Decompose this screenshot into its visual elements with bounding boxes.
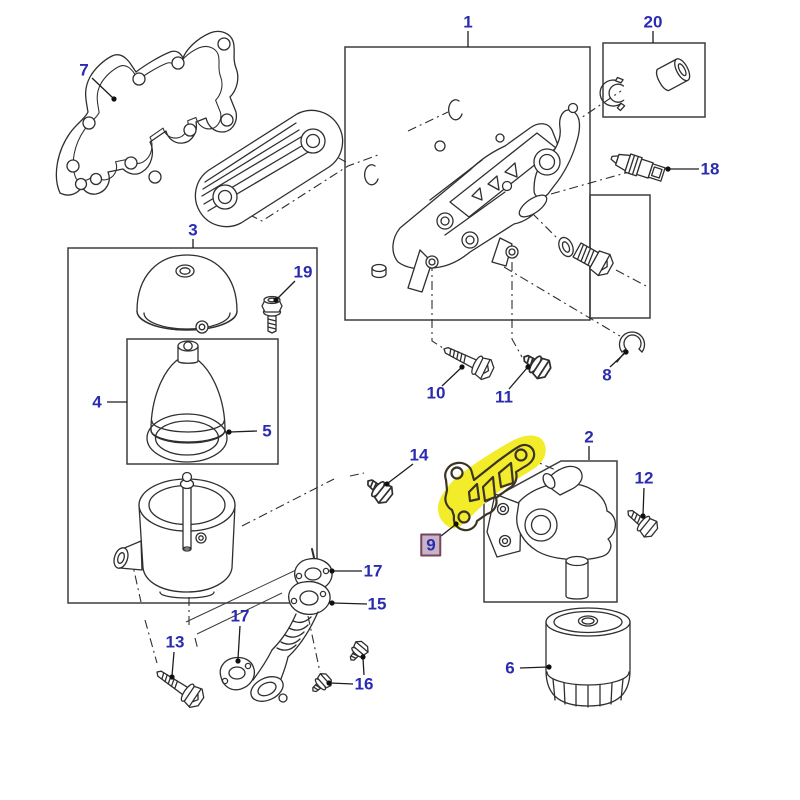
nut[interactable] xyxy=(371,263,387,279)
callout-18[interactable]: 18 xyxy=(700,159,720,179)
callout-13[interactable]: 13 xyxy=(165,632,185,652)
pipe-15[interactable] xyxy=(247,580,331,707)
callout-12[interactable]: 12 xyxy=(634,468,654,488)
drain-plug[interactable] xyxy=(571,240,616,279)
callout-20[interactable]: 20 xyxy=(643,12,663,32)
sensor-18[interactable] xyxy=(609,149,666,184)
callout-8[interactable]: 8 xyxy=(602,365,612,385)
gasket-17b[interactable] xyxy=(219,656,256,691)
o-ring-5[interactable] xyxy=(146,413,228,463)
bolt-10[interactable] xyxy=(438,338,498,383)
callout-17a[interactable]: 17 xyxy=(363,561,383,581)
callout-14[interactable]: 14 xyxy=(409,445,429,465)
callout-5[interactable]: 5 xyxy=(262,421,272,441)
bolt-14[interactable] xyxy=(360,472,397,508)
oil-filter-6[interactable] xyxy=(545,607,631,708)
bolt-11[interactable] xyxy=(517,347,555,383)
filter-bowl[interactable] xyxy=(112,471,236,599)
bolt-12[interactable] xyxy=(621,502,662,541)
bolt-13[interactable] xyxy=(150,662,208,712)
callout-1[interactable]: 1 xyxy=(463,12,473,32)
oil-cooler-element[interactable] xyxy=(194,109,344,228)
filter-head[interactable] xyxy=(486,465,617,600)
sealing-washer[interactable] xyxy=(556,235,576,259)
oil-cooler-housing[interactable] xyxy=(392,102,581,293)
box-assembly-20 xyxy=(602,42,706,118)
bolt-19[interactable] xyxy=(261,295,283,334)
callout-15[interactable]: 15 xyxy=(367,594,387,614)
callout-2[interactable]: 2 xyxy=(584,427,594,447)
bolt-16a[interactable] xyxy=(344,638,372,666)
callout-19[interactable]: 19 xyxy=(293,262,313,282)
clamp-clip[interactable] xyxy=(596,76,632,115)
callout-11[interactable]: 11 xyxy=(495,387,513,407)
leader-lines xyxy=(91,31,699,686)
gasket-7[interactable] xyxy=(55,30,239,196)
callout-9-selected[interactable]: 9 xyxy=(420,533,442,557)
callout-10[interactable]: 10 xyxy=(426,383,446,403)
o-ring-seals[interactable] xyxy=(364,99,463,186)
callout-7[interactable]: 7 xyxy=(79,60,89,80)
bushing[interactable] xyxy=(654,57,693,93)
callout-17b[interactable]: 17 xyxy=(230,606,250,626)
callout-16[interactable]: 16 xyxy=(354,674,374,694)
filter-element[interactable] xyxy=(150,340,226,444)
gasket-7-holes xyxy=(66,37,234,191)
callout-3[interactable]: 3 xyxy=(188,220,198,240)
cover-cap[interactable] xyxy=(136,254,238,334)
leader-dots xyxy=(111,96,671,686)
callout-6[interactable]: 6 xyxy=(505,658,515,678)
callout-4[interactable]: 4 xyxy=(92,392,102,412)
